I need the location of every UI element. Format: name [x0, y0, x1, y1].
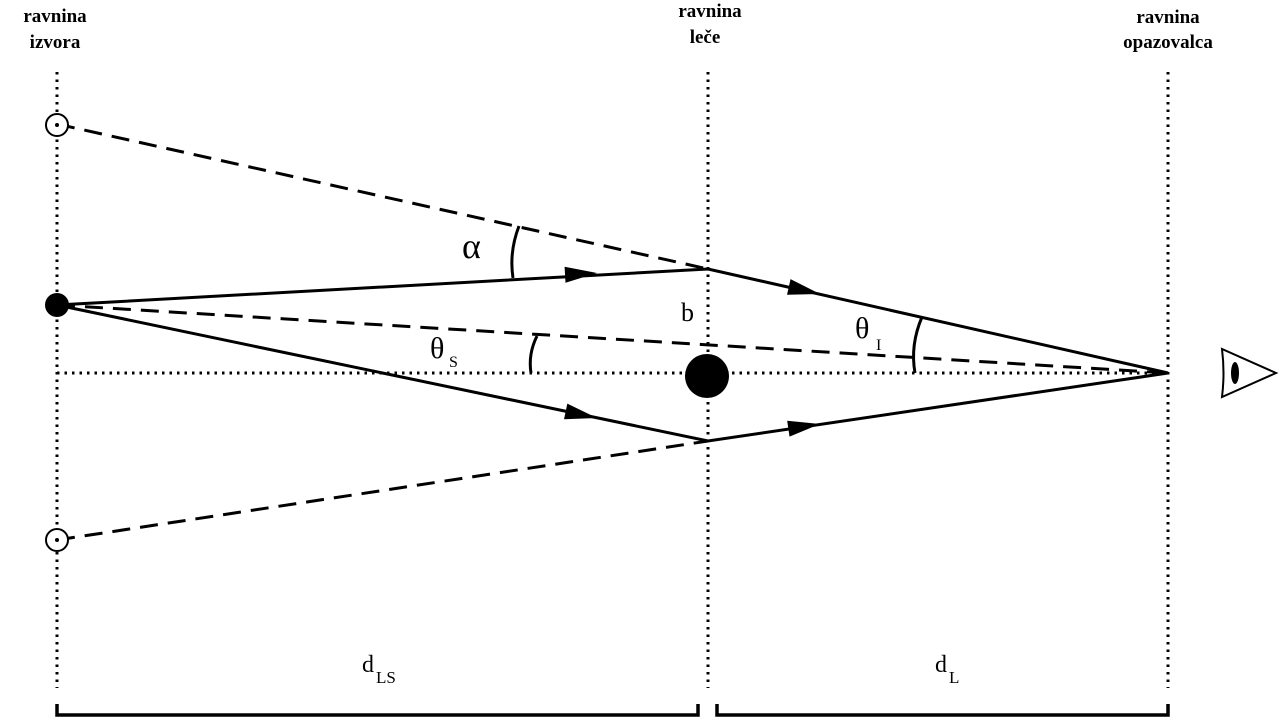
theta-s-symbol: θ: [430, 332, 444, 365]
alpha-label: α: [462, 226, 481, 266]
distance-lens-subscript: L: [949, 668, 959, 687]
light-ray-upper: [56, 267, 1169, 375]
theta-s-angle-arc: [528, 335, 539, 374]
arrowhead-lower-right: [787, 420, 820, 437]
impact-parameter-label: b: [681, 298, 694, 327]
distance-lens-source-symbol: d: [362, 652, 374, 678]
source-star: [45, 293, 69, 317]
source-plane-label-line2: izvora: [30, 32, 81, 53]
apparent-ray-upper: [56, 122, 709, 271]
distance-bar-lens-observer: [715, 704, 1170, 717]
image-point-lower: [45, 528, 69, 552]
image-point-upper: [45, 113, 69, 137]
distance-lens-symbol: d: [935, 652, 947, 678]
theta-i-angle-arc: [912, 316, 924, 374]
lens-plane-label-line2: leče: [690, 27, 721, 48]
observer-plane-label-line1: ravnina: [1136, 7, 1200, 28]
apparent-ray-lower: [56, 439, 709, 542]
lens-plane-label-line1: ravnina: [678, 1, 742, 22]
source-plane-label-line1: ravnina: [23, 6, 87, 27]
arrowhead-upper-right: [787, 279, 820, 295]
theta-s-subscript: S: [449, 354, 458, 371]
distance-lens-source-subscript: LS: [376, 668, 396, 687]
arrowhead-lower-left: [564, 403, 597, 420]
theta-i-symbol: θ: [855, 312, 869, 345]
eye-icon: [1220, 347, 1279, 399]
true-direction-line: [56, 303, 1169, 375]
distance-bar-lens-source: [55, 704, 700, 717]
arrowhead-upper-left: [564, 266, 597, 283]
theta-i-subscript: I: [876, 337, 881, 354]
observer-plane-label-line2: opazovalca: [1123, 32, 1213, 53]
light-ray-lower: [56, 303, 1169, 443]
alpha-angle-arc: [510, 225, 521, 279]
lens-mass: [685, 354, 729, 398]
